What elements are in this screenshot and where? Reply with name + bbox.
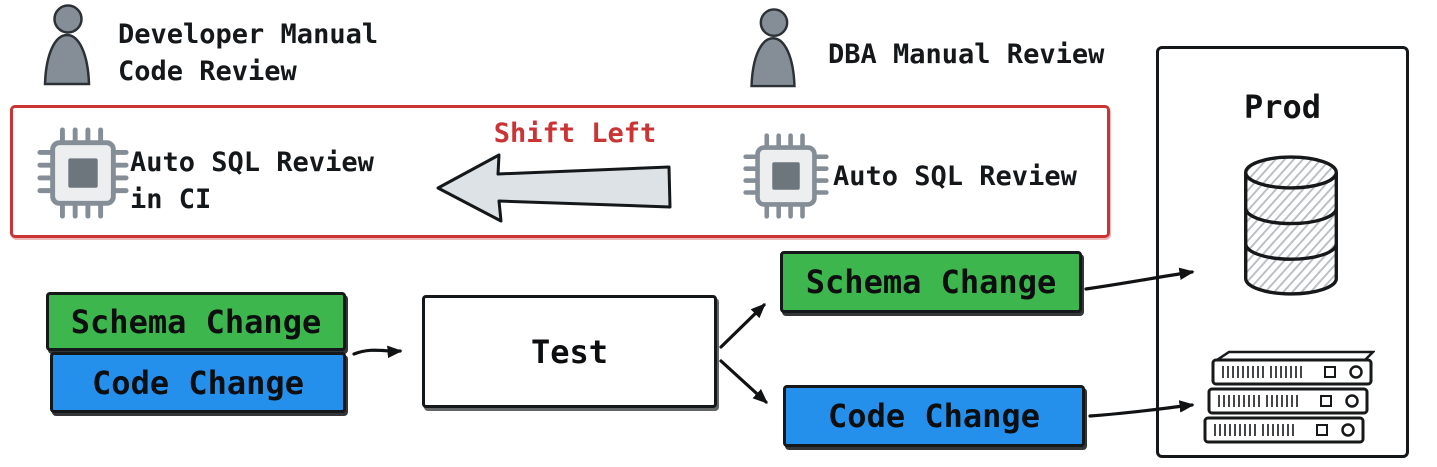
developer-review-label: Developer Manual Code Review [118, 19, 379, 87]
schema-change-deploy-box: Schema Change [780, 251, 1082, 313]
chip-icon [37, 127, 129, 219]
prod-database [1238, 148, 1344, 307]
person-icon [750, 8, 796, 88]
auto-sql-review-ci-label: Auto SQL Review in CI [130, 147, 374, 215]
arrow-left-icon [436, 153, 672, 223]
shift-left-label: Shift Left [493, 118, 657, 149]
code-change-source-box: Code Change [50, 352, 346, 413]
person-icon [43, 4, 91, 86]
arrow-test-to-code-deploy [719, 359, 768, 404]
auto-sql-review-ci-chip [36, 126, 130, 224]
code-change-deploy-box: Code Change [783, 385, 1085, 447]
shift-left-arrow [435, 150, 673, 228]
shift-left-panel [10, 105, 1110, 238]
chip-icon [743, 133, 829, 219]
dba-review-label: DBA Manual Review [828, 39, 1105, 70]
arrow-test-to-schema-deploy [719, 303, 766, 349]
developer-person [38, 4, 96, 90]
prod-title: Prod [1243, 88, 1322, 126]
dba-person [744, 8, 802, 92]
arrow-stack-to-test [352, 345, 403, 359]
auto-sql-review-label: Auto SQL Review [833, 161, 1077, 192]
prod-servers [1203, 350, 1377, 454]
database-icon [1244, 155, 1338, 296]
schema-change-source-box: Schema Change [46, 292, 346, 351]
auto-sql-review-chip [742, 132, 830, 224]
server-rack-icon [1203, 350, 1377, 444]
test-box: Test [422, 295, 717, 408]
